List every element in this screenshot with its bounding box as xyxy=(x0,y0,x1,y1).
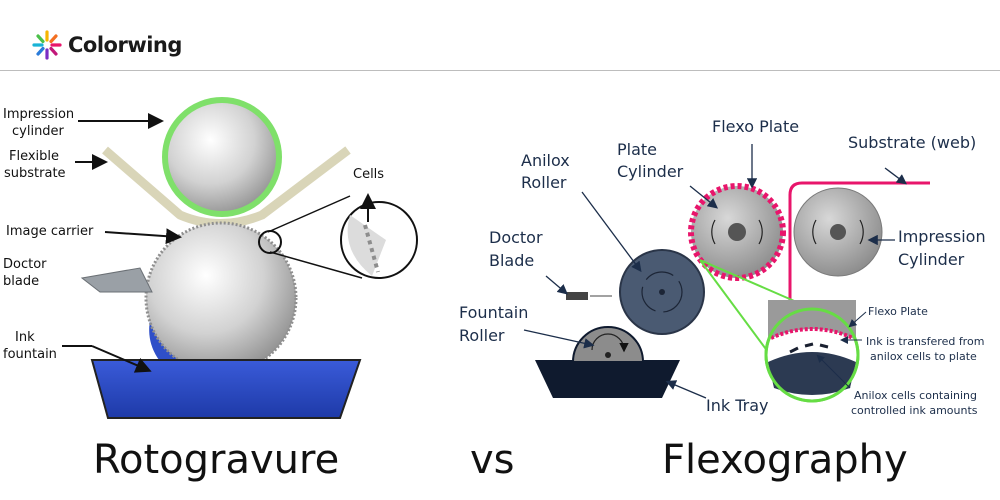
label-plate-cylinder-line1: Plate xyxy=(617,140,657,159)
label-ink-fountain-line1: Ink xyxy=(15,330,35,345)
sunburst-logo-icon xyxy=(32,30,62,60)
brand-logo: Colorwing xyxy=(32,30,182,60)
cells-dots xyxy=(363,224,380,273)
label-impression-cylinder-line2: cylinder xyxy=(12,124,65,139)
ink-fountain-tray xyxy=(90,359,362,419)
label-fountain-roller-line1: Fountain xyxy=(459,303,528,322)
caption-vs: vs xyxy=(470,437,515,483)
label-flexo-doctor-blade-line1: Doctor xyxy=(489,228,543,247)
label-plate-cylinder-line2: Cylinder xyxy=(617,162,684,181)
label-zoom-anilox-cells-line1: Anilox cells containing xyxy=(854,389,977,402)
label-substrate-web: Substrate (web) xyxy=(848,133,976,152)
substrate-web xyxy=(788,181,930,325)
rotogravure-diagram: Impression cylinder Flexible substrate C… xyxy=(3,97,418,419)
label-flexo-plate: Flexo Plate xyxy=(712,117,799,136)
fountain-roller xyxy=(571,326,645,363)
caption-rotogravure: Rotogravure xyxy=(93,437,340,483)
label-flexo-impression-cylinder-line1: Impression xyxy=(898,227,986,246)
label-doctor-blade-line2: blade xyxy=(3,274,39,289)
label-flexo-impression-cylinder-line2: Cylinder xyxy=(898,250,965,269)
label-zoom-transfer-line1: Ink is transfered from xyxy=(866,335,984,348)
label-anilox-roller-line1: Anilox xyxy=(521,151,570,170)
impression-cylinder xyxy=(162,97,282,217)
flexo-doctor-blade xyxy=(566,292,588,300)
caption-flexography: Flexography xyxy=(662,437,908,483)
label-image-carrier: Image carrier xyxy=(6,224,94,239)
header-divider xyxy=(0,70,1000,71)
label-flexible-substrate-line2: substrate xyxy=(4,166,66,181)
cells-zoom-small xyxy=(258,230,282,254)
label-impression-cylinder-line1: Impression xyxy=(3,107,74,122)
label-zoom-anilox-cells-line2: controlled ink amounts xyxy=(851,404,978,417)
cells-zoom-line xyxy=(267,195,351,233)
ink-tray xyxy=(535,360,680,398)
gravure-doctor-blade xyxy=(80,267,153,293)
image-carrier-cylinder xyxy=(144,221,298,375)
label-ink-fountain-line2: fountain xyxy=(3,347,57,362)
label-ink-tray: Ink Tray xyxy=(706,396,768,415)
label-anilox-roller-line2: Roller xyxy=(521,173,567,192)
brand-name: Colorwing xyxy=(68,33,182,57)
label-cells: Cells xyxy=(353,167,384,182)
zoom-guide-bottom xyxy=(699,259,775,361)
label-doctor-blade-line1: Doctor xyxy=(3,257,47,272)
label-flexo-doctor-blade-line2: Blade xyxy=(489,251,534,270)
label-zoom-flexo-plate: Flexo Plate xyxy=(868,305,928,318)
label-zoom-transfer-line2: anilox cells to plate xyxy=(870,350,977,363)
label-flexible-substrate-line1: Flexible xyxy=(9,149,59,164)
label-fountain-roller-line2: Roller xyxy=(459,326,505,345)
flexography-diagram: Anilox Roller Plate Cylinder Flexo Plate… xyxy=(459,117,986,417)
